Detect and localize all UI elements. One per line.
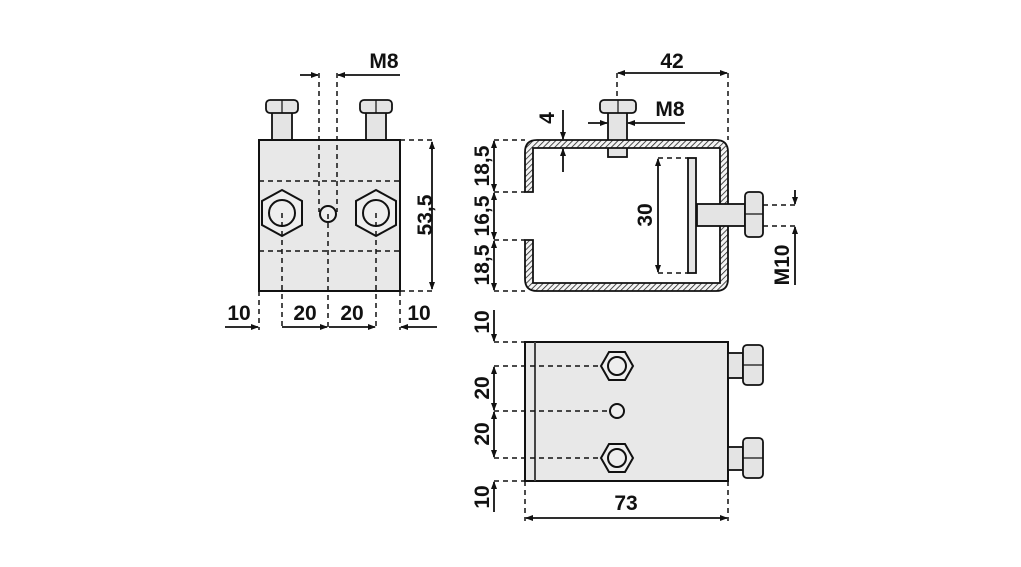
front-dim-1: 10 — [227, 302, 250, 325]
wall-label: 4 — [536, 112, 559, 124]
c-channel-section — [524, 139, 729, 292]
length-label: 73 — [614, 492, 637, 515]
front-thread-label: M8 — [369, 50, 398, 73]
front-dim-2: 20 — [293, 302, 316, 325]
side-bolt-label: M10 — [771, 245, 794, 286]
clamp-plate — [687, 157, 697, 274]
side-dim-1: 18,5 — [471, 145, 494, 186]
bottom-dim-4: 10 — [471, 485, 494, 508]
bottom-dim-3: 20 — [471, 422, 494, 445]
side-bolt — [696, 191, 764, 238]
front-dim-3: 20 — [340, 302, 363, 325]
top-bolt-right — [359, 99, 393, 141]
bottom-dim-1: 10 — [471, 310, 494, 333]
plate-label: 30 — [634, 203, 657, 226]
side-bolt-bottom — [727, 437, 764, 479]
hex-nut-top — [599, 351, 635, 381]
bottom-dim-2: 20 — [471, 376, 494, 399]
center-hole-bottom — [609, 403, 625, 419]
front-dim-4: 10 — [407, 302, 430, 325]
side-dim-2: 16,5 — [471, 195, 494, 236]
side-bolt-top — [727, 344, 764, 386]
bolt-label: M8 — [655, 98, 684, 121]
bottom-view: 10 20 20 10 73 — [471, 310, 764, 521]
front-view: M8 53,5 10 20 20 10 — [225, 50, 437, 330]
width-label: 42 — [660, 50, 683, 73]
hex-nut-bottom — [599, 443, 635, 473]
side-view: 42 M8 4 18,5 16,5 18,5 30 M10 — [471, 50, 798, 292]
side-dim-3: 18,5 — [471, 244, 494, 285]
top-bolt-left — [265, 99, 299, 141]
front-height-label: 53,5 — [414, 194, 437, 235]
